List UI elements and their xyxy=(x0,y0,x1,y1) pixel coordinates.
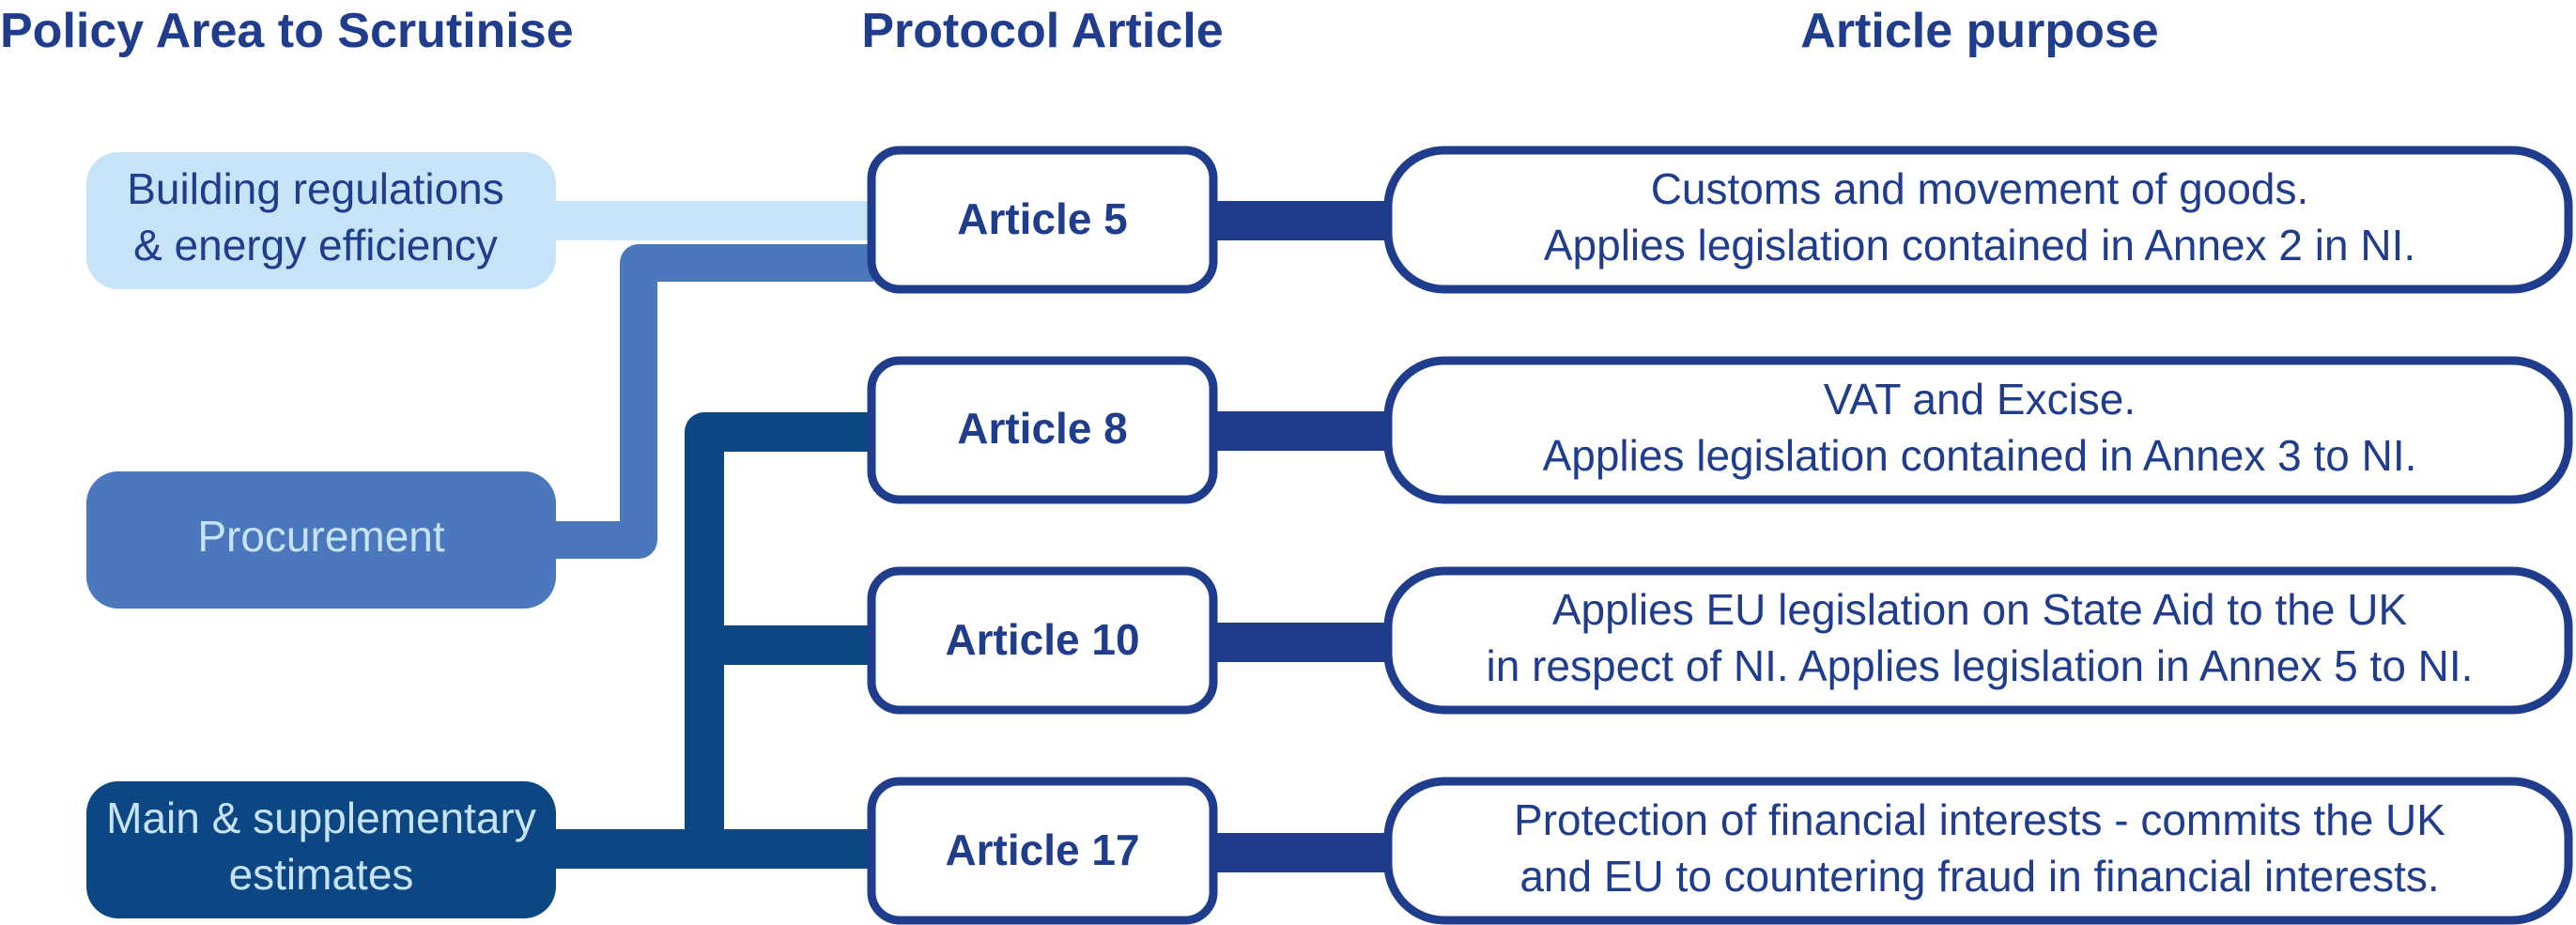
connector-article-17-purpose xyxy=(1211,833,1390,872)
article-box-10: Article 10 xyxy=(867,566,1218,715)
policy-building-line-1: Building regulations xyxy=(127,164,504,213)
purpose-article-10-line-2: in respect of NI. Applies legislation in… xyxy=(1487,641,2474,690)
header-article-purpose: Article purpose xyxy=(1800,4,2158,58)
purpose-box-article-17: Protection of financial interests - comm… xyxy=(1383,777,2573,925)
policy-box-building-regulations: Building regulations & energy efficiency xyxy=(86,152,556,289)
purpose-article-5-line-2: Applies legislation contained in Annex 2… xyxy=(1544,221,2415,270)
connector-article-5-purpose xyxy=(1211,201,1390,240)
link-procurement-to-article-5 xyxy=(549,244,873,559)
policy-procurement-line-1: Procurement xyxy=(197,512,445,561)
header-policy-area: Policy Area to Scrutinise xyxy=(0,4,574,58)
article-box-17: Article 17 xyxy=(867,777,1218,925)
header-protocol-article: Protocol Article xyxy=(861,4,1223,58)
article-5-label: Article 5 xyxy=(957,194,1128,243)
purpose-box-article-5: Customs and movement of goods. Applies l… xyxy=(1383,146,2573,294)
policy-box-main-supplementary-estimates: Main & supplementary estimates xyxy=(86,781,556,918)
policy-building-line-2: & energy efficiency xyxy=(133,221,498,270)
connector-article-10-purpose xyxy=(1211,623,1390,662)
purpose-article-17-line-1: Protection of financial interests - comm… xyxy=(1514,795,2445,844)
policy-estimates-line-1: Main & supplementary xyxy=(106,794,536,842)
article-8-label: Article 8 xyxy=(957,404,1128,453)
purpose-article-5-line-1: Customs and movement of goods. xyxy=(1651,164,2309,213)
purpose-article-8-line-1: VAT and Excise. xyxy=(1824,375,2136,424)
link-estimates-to-article-10 xyxy=(704,625,873,665)
purpose-article-8-line-2: Applies legislation contained in Annex 3… xyxy=(1543,431,2417,480)
link-building-to-article-5 xyxy=(549,201,873,240)
purpose-box-article-10: Applies EU legislation on State Aid to t… xyxy=(1383,566,2573,715)
article-box-8: Article 8 xyxy=(867,356,1218,504)
purpose-article-10-line-1: Applies EU legislation on State Aid to t… xyxy=(1552,585,2408,634)
connector-article-8-purpose xyxy=(1211,411,1390,451)
connector-links xyxy=(549,201,1390,872)
policy-box-procurement: Procurement xyxy=(86,471,556,609)
article-17-label: Article 17 xyxy=(945,825,1139,874)
article-10-label: Article 10 xyxy=(945,615,1139,664)
link-estimates-to-article-17 xyxy=(704,829,873,869)
article-box-5: Article 5 xyxy=(867,146,1218,294)
policy-estimates-line-2: estimates xyxy=(229,850,414,899)
purpose-box-article-8: VAT and Excise. Applies legislation cont… xyxy=(1383,356,2573,504)
purpose-article-17-line-2: and EU to countering fraud in financial … xyxy=(1519,852,2439,901)
